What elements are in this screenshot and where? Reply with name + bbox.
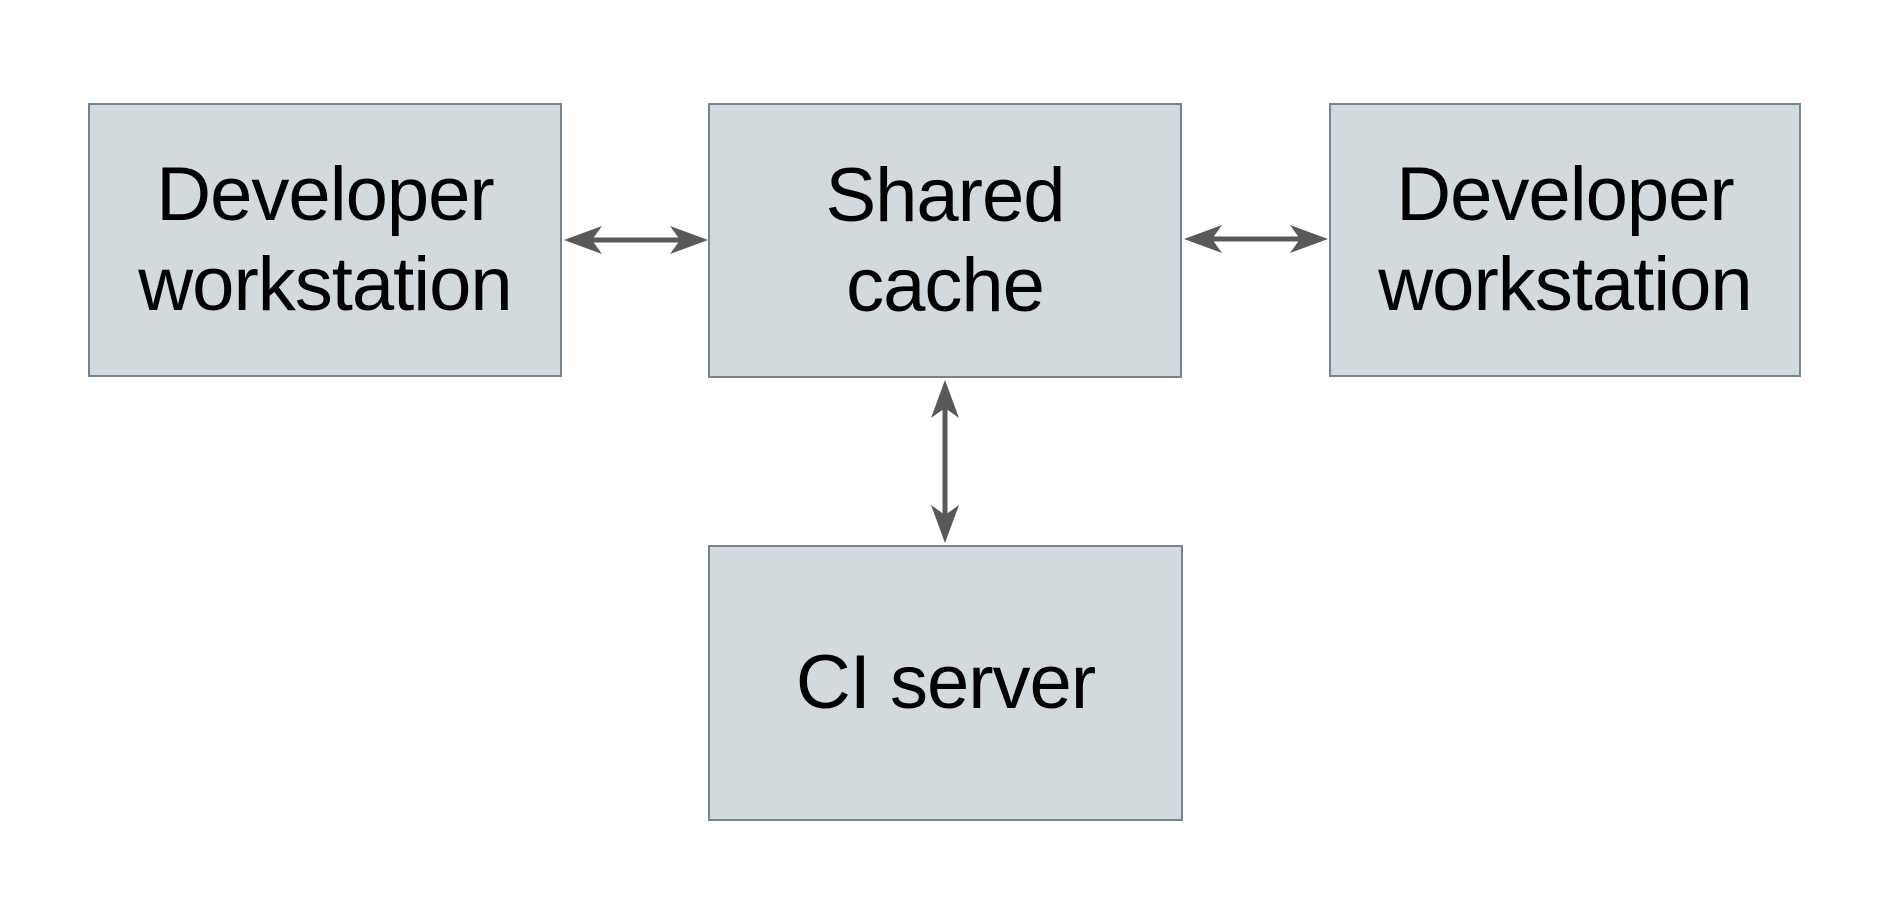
bidirectional-arrow-cache-workstation-right-icon bbox=[1184, 225, 1328, 253]
node-label-developer-workstation-left: Developer workstation bbox=[138, 152, 512, 327]
node-shared-cache: Shared cache bbox=[708, 103, 1182, 378]
node-developer-workstation-right: Developer workstation bbox=[1329, 103, 1801, 377]
node-label-developer-workstation-right: Developer workstation bbox=[1378, 152, 1752, 327]
node-ci-server: CI server bbox=[708, 545, 1183, 821]
bidirectional-arrow-cache-ci-server-icon bbox=[931, 380, 959, 543]
node-label-shared-cache: Shared cache bbox=[825, 152, 1065, 328]
node-label-ci-server: CI server bbox=[795, 640, 1096, 726]
node-developer-workstation-left: Developer workstation bbox=[88, 103, 562, 377]
bidirectional-arrow-workstation-left-cache-icon bbox=[564, 226, 708, 254]
